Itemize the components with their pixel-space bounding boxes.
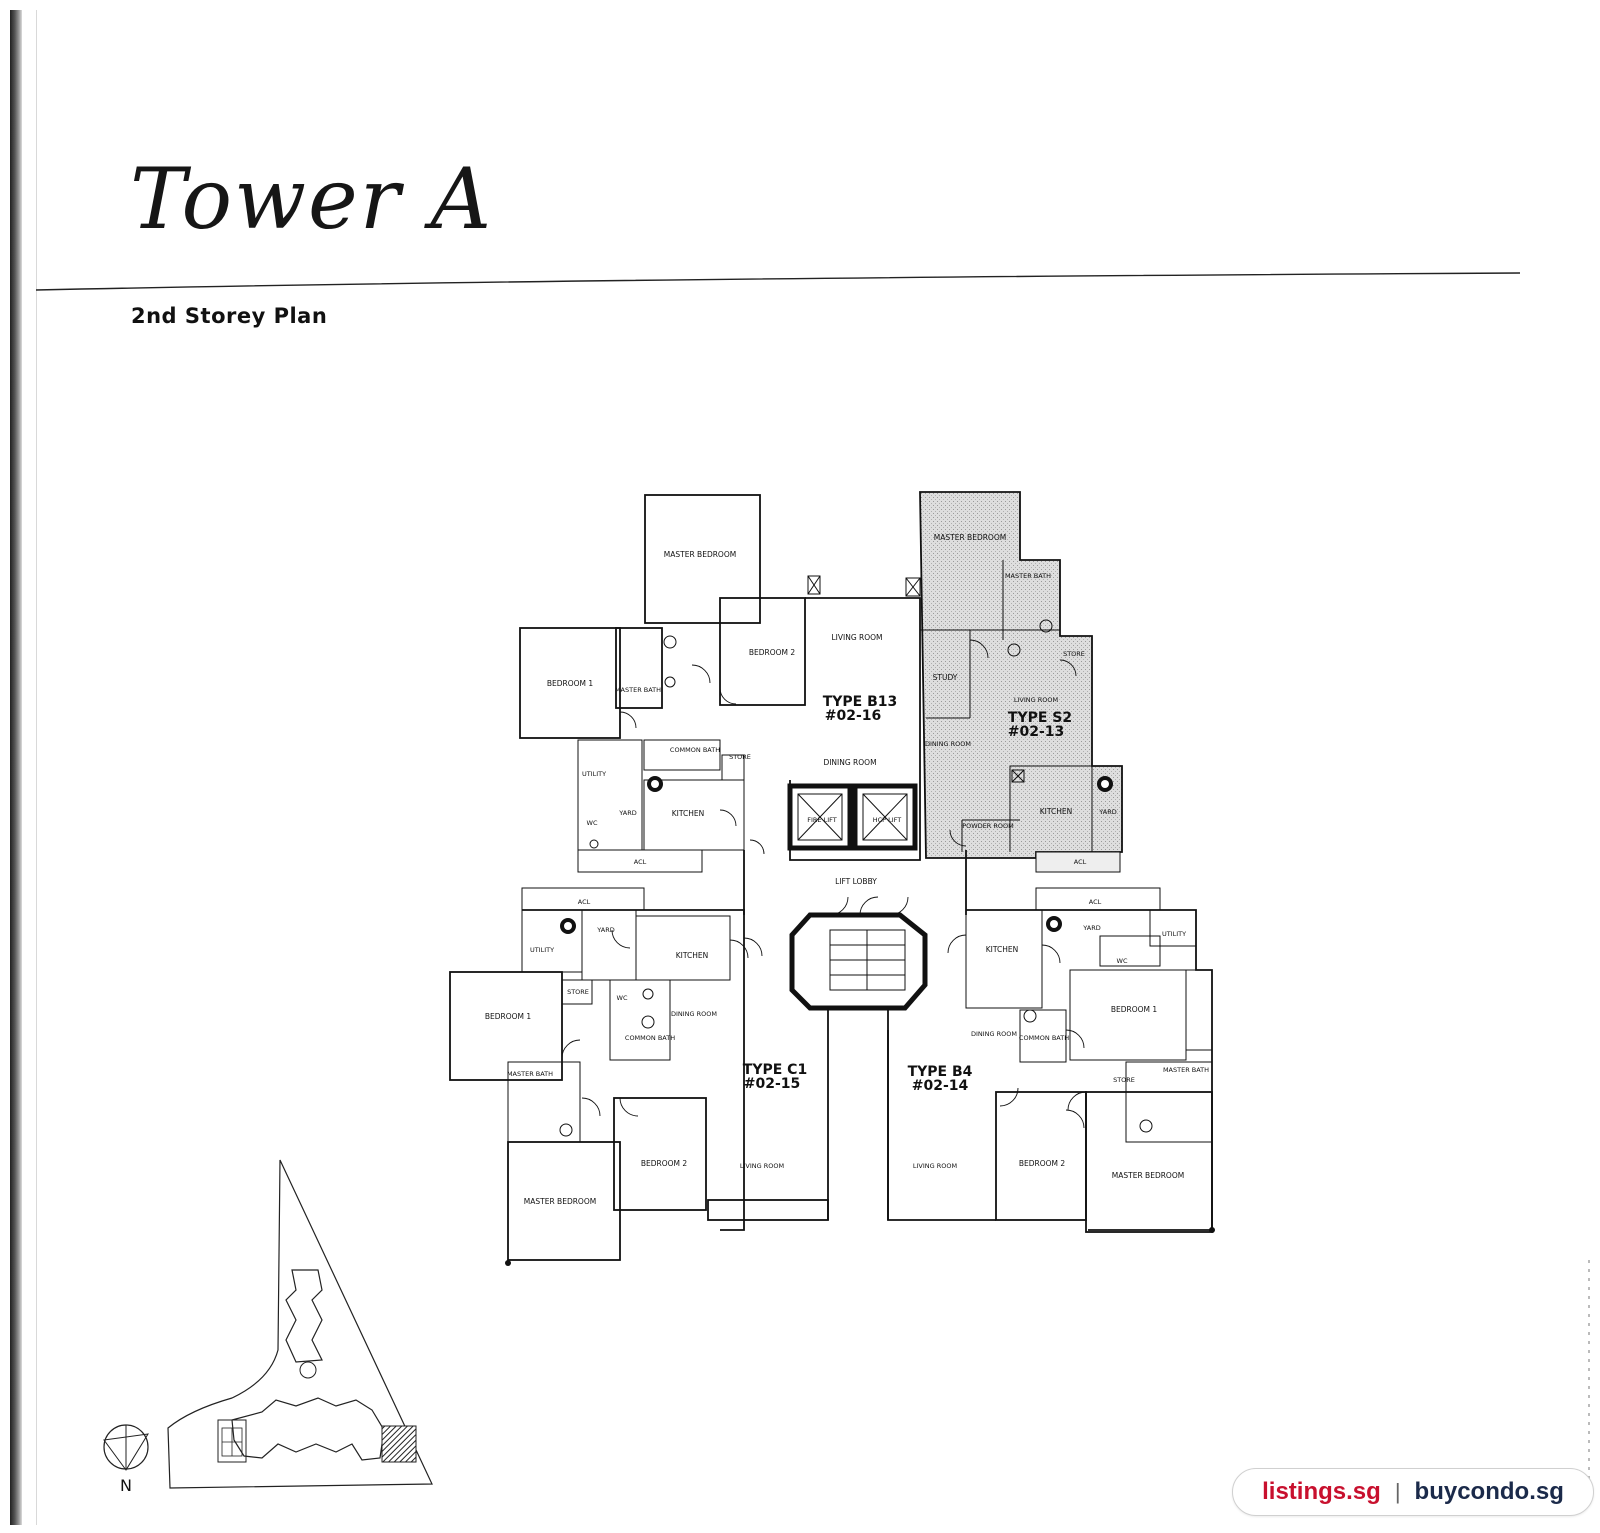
room-label: KITCHEN	[676, 951, 709, 960]
lift-lobby-core	[743, 850, 967, 1220]
room-label: YARD	[1098, 808, 1116, 816]
room-label: KITCHEN	[986, 945, 1019, 954]
watermark-site-b: buycondo.sg	[1414, 1478, 1564, 1505]
unit-b13-plan	[519, 494, 921, 873]
room-label: LIVING ROOM	[831, 633, 882, 642]
room-label: BEDROOM 1	[1111, 1005, 1158, 1014]
unit-b4-number: #02-14	[912, 1078, 969, 1094]
room-label: BEDROOM 2	[749, 648, 796, 657]
book-spine-shadow	[10, 10, 22, 1525]
room-label: MASTER BEDROOM	[934, 533, 1006, 542]
room-label: MASTER BATH	[507, 1070, 553, 1078]
room-label: STUDY	[933, 673, 958, 682]
room-label: ACL	[1074, 858, 1087, 866]
room-label: HCP LIFT	[873, 816, 902, 824]
room-label: MASTER BATH	[615, 686, 661, 694]
page-title: Tower A	[130, 150, 494, 248]
north-label: N	[120, 1476, 132, 1495]
room-label: UTILITY	[530, 946, 554, 954]
north-arrow-icon	[103, 1424, 149, 1471]
room-label: ACL	[578, 898, 591, 906]
room-label: STORE	[1113, 1076, 1135, 1084]
room-label: WC	[587, 819, 598, 827]
room-label: STORE	[567, 988, 589, 996]
plan-subtitle: 2nd Storey Plan	[131, 304, 328, 328]
room-label: MASTER BATH	[1005, 572, 1051, 580]
room-label: MASTER BEDROOM	[524, 1197, 596, 1206]
room-label: STORE	[1063, 650, 1085, 658]
room-label: POWDER ROOM	[962, 822, 1014, 830]
room-label: COMMON BATH	[1019, 1034, 1069, 1042]
room-label: YARD	[1082, 924, 1100, 932]
room-label: DINING ROOM	[971, 1030, 1017, 1038]
room-label: LIVING ROOM	[740, 1162, 784, 1170]
room-label: LIVING ROOM	[1014, 696, 1058, 704]
room-label: ACL	[634, 858, 647, 866]
room-label: STORE	[729, 753, 751, 761]
room-label: YARD	[618, 809, 636, 817]
room-label: BEDROOM 1	[547, 679, 594, 688]
room-label: MASTER BEDROOM	[1112, 1171, 1184, 1180]
room-label: DINING ROOM	[925, 740, 971, 748]
unit-c1-type: TYPE C1	[743, 1062, 807, 1078]
unit-s2-number: #02-13	[1008, 724, 1065, 740]
room-label: UTILITY	[1162, 930, 1186, 938]
room-label: DINING ROOM	[671, 1010, 717, 1018]
room-label: ACL	[1089, 898, 1102, 906]
watermark-separator: |	[1394, 1479, 1401, 1504]
room-label: COMMON BATH	[670, 746, 720, 754]
room-label: WC	[617, 994, 628, 1002]
room-label: MASTER BEDROOM	[664, 550, 736, 559]
room-label: DINING ROOM	[823, 758, 876, 767]
unit-b4-type: TYPE B4	[908, 1064, 973, 1080]
page-edge-marks	[1588, 1260, 1590, 1480]
watermark-site-a: listings.sg	[1262, 1478, 1381, 1505]
room-label: WC	[1117, 957, 1128, 965]
watermark-badge: listings.sg | buycondo.sg	[1232, 1468, 1594, 1516]
unit-b13-number: #02-16	[825, 708, 882, 724]
room-label: KITCHEN	[672, 809, 705, 818]
room-label: BEDROOM 2	[641, 1159, 688, 1168]
room-label: BEDROOM 2	[1019, 1159, 1066, 1168]
unit-c1-number: #02-15	[744, 1076, 801, 1092]
room-label: FIRE LIFT	[807, 816, 837, 824]
room-label: UTILITY	[582, 770, 606, 778]
room-label: COMMON BATH	[625, 1034, 675, 1042]
key-plan	[167, 1159, 433, 1489]
unit-s2-type: TYPE S2	[1008, 710, 1072, 726]
title-rule	[35, 272, 1521, 291]
room-label: LIVING ROOM	[913, 1162, 957, 1170]
room-label: YARD	[596, 926, 614, 934]
room-label: BEDROOM 1	[485, 1012, 532, 1021]
room-label: KITCHEN	[1040, 807, 1073, 816]
unit-s2-plan	[919, 491, 1123, 873]
room-label: LIFT LOBBY	[835, 877, 877, 886]
unit-c1-plan	[449, 887, 829, 1266]
unit-b13-type: TYPE B13	[823, 694, 898, 710]
page-margin-line	[36, 10, 37, 1525]
unit-b4-plan	[887, 887, 1215, 1233]
room-label: MASTER BATH	[1163, 1066, 1209, 1074]
